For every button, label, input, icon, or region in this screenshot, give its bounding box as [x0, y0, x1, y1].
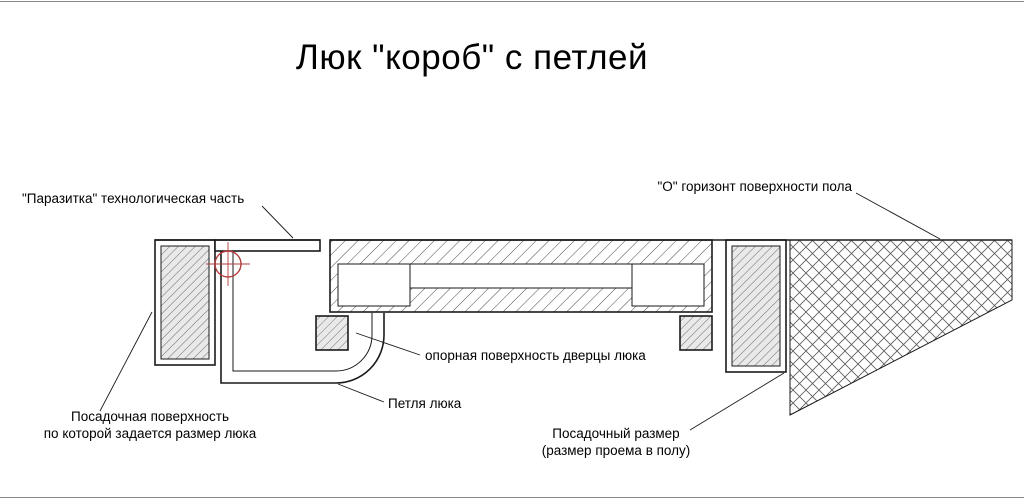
door-cavity-right	[631, 263, 705, 307]
parasitka-strip	[214, 239, 321, 252]
left-frame-profile-hatch	[160, 245, 210, 360]
label-horizon: "О" горизонт поверхности пола	[657, 179, 852, 194]
label-seating-size-line2: (размер проема в полу)	[542, 443, 691, 458]
leader-parasitka	[261, 205, 294, 239]
leader-seating-surface	[99, 311, 153, 412]
right-frame-profile-hatch	[731, 245, 781, 367]
leader-support-surface	[355, 332, 421, 356]
leader-horizon	[855, 192, 941, 240]
floor-slab-hatch	[789, 239, 1013, 416]
door-cavity-middle	[409, 263, 633, 289]
label-seating-surface-line1: Посадочная поверхность	[71, 409, 229, 424]
label-hinge: Петля люка	[388, 396, 462, 411]
support-seal-right	[679, 315, 713, 351]
leader-seating-size	[689, 372, 785, 431]
label-parasitka: "Паразитка" технологическая часть	[22, 191, 244, 206]
label-seating-size-line1: Посадочный размер	[552, 426, 679, 441]
label-support-surface: опорная поверхность дверцы люка	[425, 348, 646, 363]
label-seating-surface-line2: по которой задается размер люка	[44, 426, 257, 441]
hinge-strap-outer	[220, 251, 385, 384]
leader-hinge	[337, 383, 385, 403]
hinge-strap-inner	[232, 251, 373, 372]
support-seal-left	[315, 315, 349, 351]
door-cavity-left	[337, 263, 411, 307]
page-title: Люк "короб" с петлей	[296, 38, 648, 77]
